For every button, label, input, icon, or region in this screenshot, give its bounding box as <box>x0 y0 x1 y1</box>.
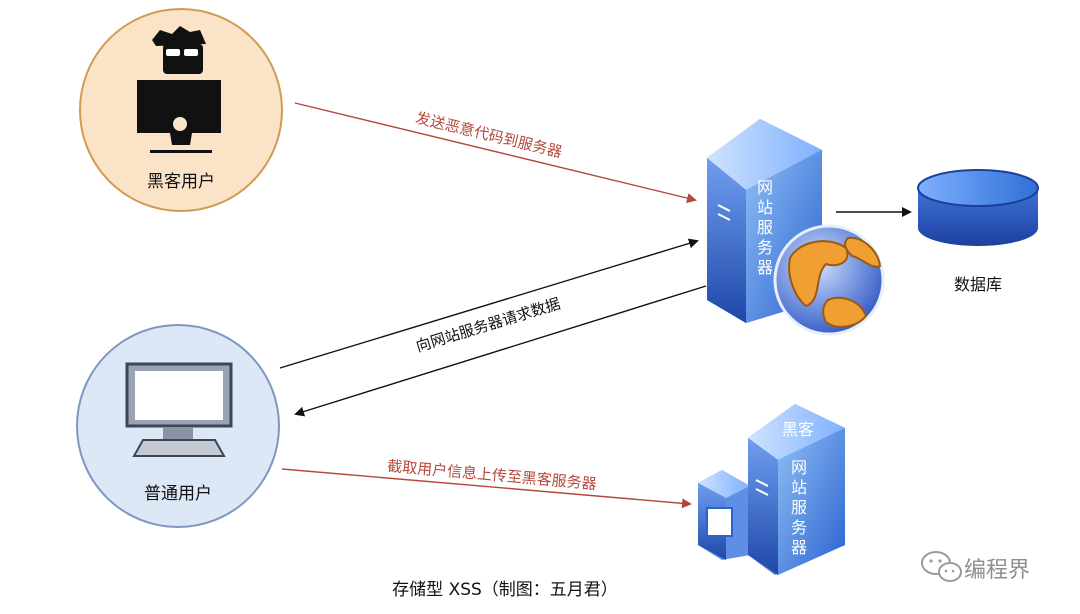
watermark-text: 编程界 <box>964 558 1031 583</box>
hacker-server-icon <box>698 404 845 575</box>
globe-icon <box>773 224 885 336</box>
web-server-icon <box>707 119 885 336</box>
normal-user-label: 普通用户 <box>144 484 212 504</box>
hacker-node <box>79 8 283 212</box>
web-server-label: 网站服务器 <box>756 178 773 277</box>
normal-user-node <box>76 324 280 528</box>
arrow-request-data <box>279 238 699 369</box>
hacker-server-label: 网站服务器 <box>790 458 807 557</box>
arrow-steal-info <box>281 468 692 509</box>
hacker-server-top-label: 黑客 <box>782 420 815 439</box>
arrow-response-data <box>294 285 707 417</box>
hacker-label: 黑客用户 <box>147 172 215 192</box>
wechat-icon <box>921 551 962 582</box>
computer-icon <box>125 362 233 457</box>
hacker-icon <box>137 26 221 153</box>
diagram-caption: 存储型 XSS（制图：五月君） <box>392 580 618 600</box>
arrow-send-malicious <box>294 102 697 203</box>
database-icon <box>917 169 1039 246</box>
database-label: 数据库 <box>953 275 1003 294</box>
